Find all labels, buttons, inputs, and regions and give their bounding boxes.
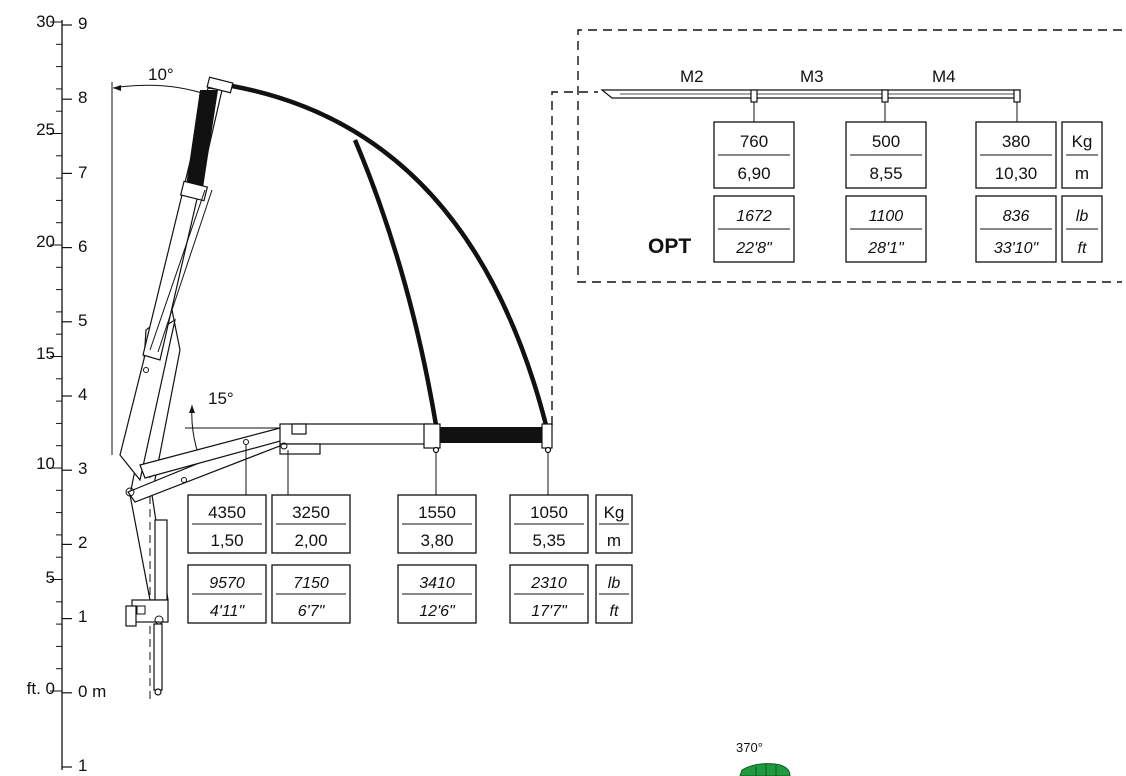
ft-label-15: 15: [36, 344, 55, 363]
m-label-3: 3: [78, 459, 87, 478]
opt-unit-m: m: [1075, 164, 1089, 183]
m-label-1: 1: [78, 607, 87, 626]
opt-load-cell: 760 6,90 1672 22'8": [713, 121, 795, 263]
load-cell: 3250 2,00: [271, 494, 351, 554]
load-m: 3,80: [420, 531, 453, 550]
load-ft: 12'6": [419, 603, 456, 620]
unit-kg: Kg: [604, 503, 625, 522]
load-m: 1,50: [210, 531, 243, 550]
opt-load-ft: 33'10": [994, 240, 1040, 257]
load-m: 2,00: [294, 531, 327, 550]
load-ft: 6'7": [298, 603, 326, 620]
bottom-angle-label: 15°: [208, 389, 234, 408]
opt-load-m: 8,55: [869, 164, 902, 183]
rotation-arrow-icon: [739, 763, 791, 776]
opt-label: OPT: [648, 235, 691, 258]
opt-load-m: 10,30: [995, 164, 1038, 183]
opt-load-lb: 836: [1003, 208, 1030, 225]
load-cell: 1050 5,35: [509, 494, 589, 554]
opt-load-cell: 500 8,55 1100 28'1": [845, 121, 927, 263]
opt-load-kg: 500: [872, 132, 900, 151]
opt-load-cell: 380 10,30 836 33'10": [975, 121, 1057, 263]
section-m4: M4: [932, 67, 956, 86]
ft-label-30: 30: [36, 12, 55, 31]
unit-m: m: [607, 531, 621, 550]
load-kg: 1050: [530, 503, 568, 522]
opt-load-kg: 380: [1002, 132, 1030, 151]
height-scale: 30 25 20 15 10 5 ft. 0 9 8 7 6 5 4 3 2 1…: [27, 12, 107, 775]
load-lb: 3410: [419, 575, 455, 592]
load-cell: 7150 6'7": [271, 564, 351, 624]
top-angle-label: 10°: [148, 65, 174, 84]
load-m: 5,35: [532, 531, 565, 550]
opt-unit-lb: lb: [1076, 208, 1089, 225]
ft-label-10: 10: [36, 454, 55, 473]
load-kg: 1550: [418, 503, 456, 522]
unit-cell: lb ft: [595, 564, 633, 624]
load-cell: 1550 3,80: [397, 494, 477, 554]
load-table: 4350 1,50 3250 2,00 1550 3,80 1050 5,35 …: [187, 494, 633, 554]
m-label-5: 5: [78, 311, 87, 330]
m-label-2: 2: [78, 533, 87, 552]
m-label-minus1: 1: [78, 756, 87, 775]
ft-label-5: 5: [46, 568, 55, 587]
m-label-4: 4: [78, 385, 87, 404]
load-lb: 9570: [209, 575, 245, 592]
unit-ft: ft: [610, 603, 619, 620]
section-m3: M3: [800, 67, 824, 86]
opt-unit-kg: Kg: [1072, 132, 1093, 151]
load-kg: 3250: [292, 503, 330, 522]
load-cell: 4350 1,50: [187, 494, 267, 554]
m-label-9: 9: [78, 14, 87, 33]
section-m2: M2: [680, 67, 704, 86]
load-cell: 9570 4'11": [187, 564, 267, 624]
load-lb: 2310: [530, 575, 567, 592]
opt-load-kg: 760: [740, 132, 768, 151]
opt-load-ft: 28'1": [867, 240, 905, 257]
load-table-imperial: 9570 4'11" 7150 6'7" 3410 12'6" 2310 17'…: [187, 564, 633, 624]
load-ft: 17'7": [531, 603, 568, 620]
opt-load-ft: 22'8": [735, 240, 773, 257]
ft-label-25: 25: [36, 120, 55, 139]
m-label-7: 7: [78, 163, 87, 182]
crane-drawing: [119, 76, 553, 700]
load-cell: 3410 12'6": [397, 564, 477, 624]
m-label-8: 8: [78, 88, 87, 107]
opt-extension-panel: M2 M3 M4 OPT 760 6,90 1672 22'8" 500 8,5…: [551, 29, 1122, 425]
ft-label-20: 20: [36, 232, 55, 251]
rotation-label: 370°: [736, 740, 763, 755]
opt-load-lb: 1100: [869, 208, 904, 225]
rotation-indicator: 370°: [736, 740, 791, 776]
reach-envelope: [231, 83, 549, 426]
opt-load-m: 6,90: [737, 164, 770, 183]
opt-unit-ft: ft: [1078, 240, 1087, 257]
opt-load-lb: 1672: [736, 208, 772, 225]
load-ft: 4'11": [210, 603, 246, 620]
m-label-0: 0 m: [78, 682, 106, 701]
unit-cell: Kg m: [595, 494, 633, 554]
opt-unit-cell: Kg m lb ft: [1061, 121, 1103, 263]
load-lb: 7150: [293, 575, 329, 592]
load-kg: 4350: [208, 503, 246, 522]
load-cell: 2310 17'7": [509, 564, 589, 624]
m-label-6: 6: [78, 237, 87, 256]
ft-label-0: ft. 0: [27, 679, 55, 698]
unit-lb: lb: [608, 575, 621, 592]
